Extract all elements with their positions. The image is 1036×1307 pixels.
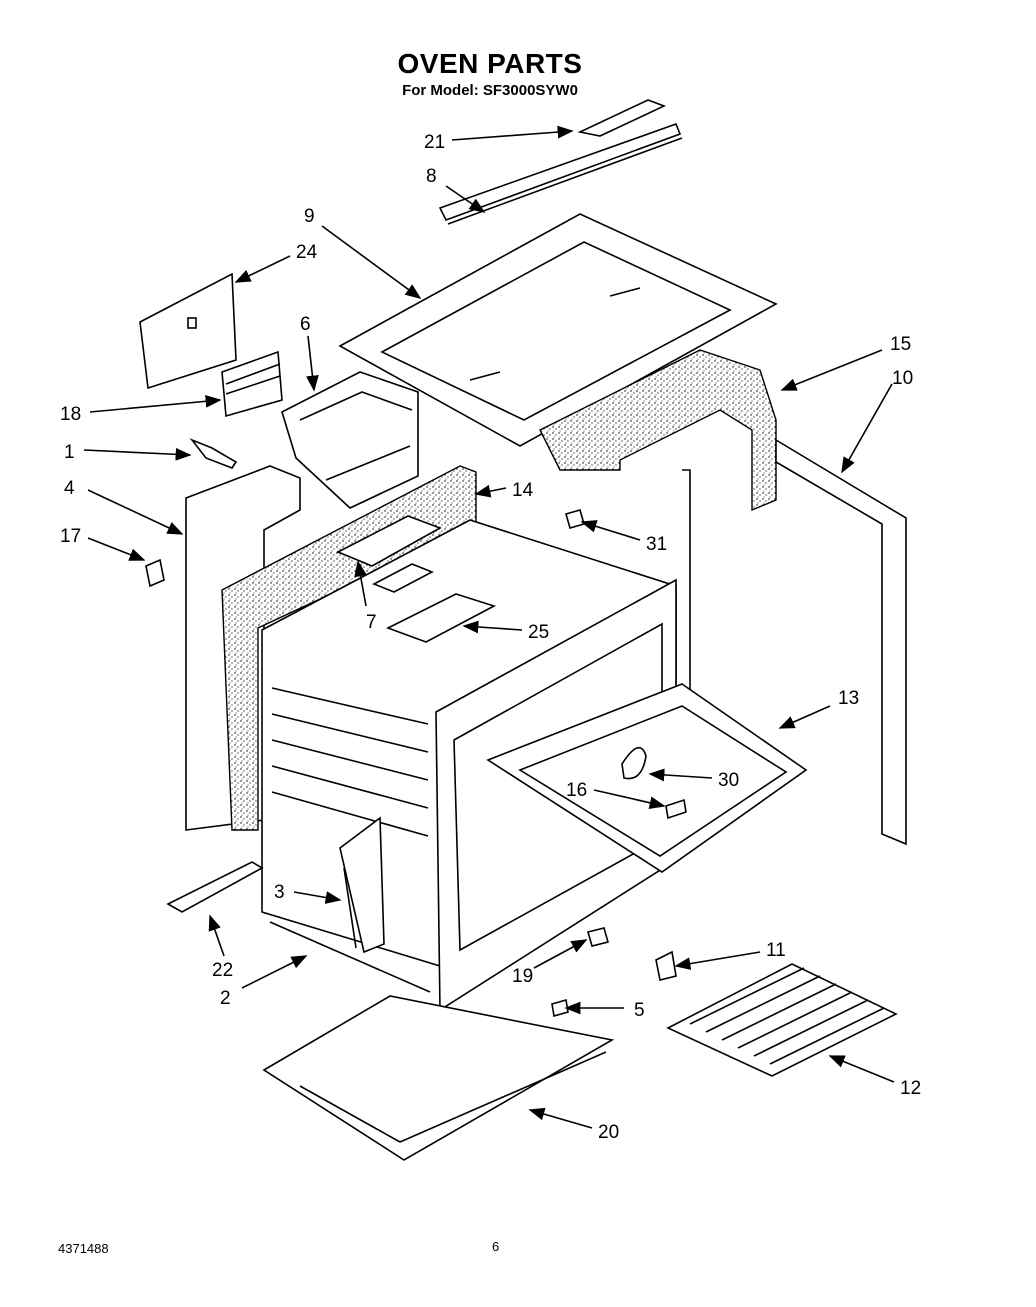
callout-30: 30 — [718, 770, 739, 791]
callout-16: 16 — [566, 780, 587, 801]
callout-1: 1 — [64, 442, 75, 463]
callout-31: 31 — [646, 534, 667, 555]
part-13-tray — [486, 683, 808, 873]
part-11-leveler — [655, 950, 677, 981]
part-5-screw — [551, 998, 569, 1018]
part-30-element — [621, 746, 647, 780]
callout-6: 6 — [300, 314, 311, 335]
callout-labels: 21 8 9 24 6 15 10 18 1 14 4 31 17 7 25 1… — [60, 132, 921, 1143]
part-15-insulation — [539, 349, 777, 512]
document-number: 4371488 — [58, 1241, 109, 1256]
part-21-bracket — [577, 99, 667, 137]
callout-8: 8 — [426, 166, 437, 187]
callout-2: 2 — [220, 988, 231, 1009]
part-20-bottom-panel — [262, 995, 615, 1161]
part-8-rail — [438, 122, 683, 225]
part-3-hinge — [339, 816, 385, 954]
callout-5: 5 — [634, 1000, 645, 1021]
model-subtitle: For Model: SF3000SYW0 — [402, 82, 578, 99]
callout-22: 22 — [212, 960, 233, 981]
callout-18: 18 — [60, 404, 81, 425]
callout-7: 7 — [366, 612, 377, 633]
callout-13: 13 — [838, 688, 859, 709]
part-17-clip — [145, 558, 165, 588]
callout-10: 10 — [892, 368, 913, 389]
part-7-25-covers — [336, 515, 497, 643]
callout-3: 3 — [274, 882, 285, 903]
page-title: OVEN PARTS — [397, 48, 583, 79]
callout-25: 25 — [528, 622, 549, 643]
part-2-rail — [269, 921, 431, 993]
callout-leaders — [83, 125, 895, 1129]
part-16-clip — [665, 798, 687, 820]
callout-11: 11 — [766, 940, 786, 961]
callout-21: 21 — [424, 132, 445, 153]
part-18-vent — [221, 350, 283, 418]
part-31-clip — [565, 509, 585, 529]
part-22-rail — [166, 861, 264, 913]
part-1-bolt — [189, 438, 238, 469]
page-number: 6 — [492, 1239, 500, 1254]
part-24-panel — [139, 272, 237, 390]
callout-24: 24 — [296, 242, 318, 263]
callout-15: 15 — [890, 334, 911, 355]
part-12-rack — [666, 963, 898, 1077]
callout-12: 12 — [900, 1078, 921, 1099]
callout-17: 17 — [60, 526, 81, 547]
callout-14: 14 — [512, 480, 534, 501]
callout-20: 20 — [598, 1122, 619, 1143]
part-6-duct — [281, 371, 419, 509]
callout-4: 4 — [64, 478, 75, 499]
callout-9: 9 — [304, 206, 315, 227]
part-9-top-frame — [338, 213, 778, 447]
callout-19: 19 — [512, 966, 533, 987]
part-19-clip — [587, 927, 609, 947]
